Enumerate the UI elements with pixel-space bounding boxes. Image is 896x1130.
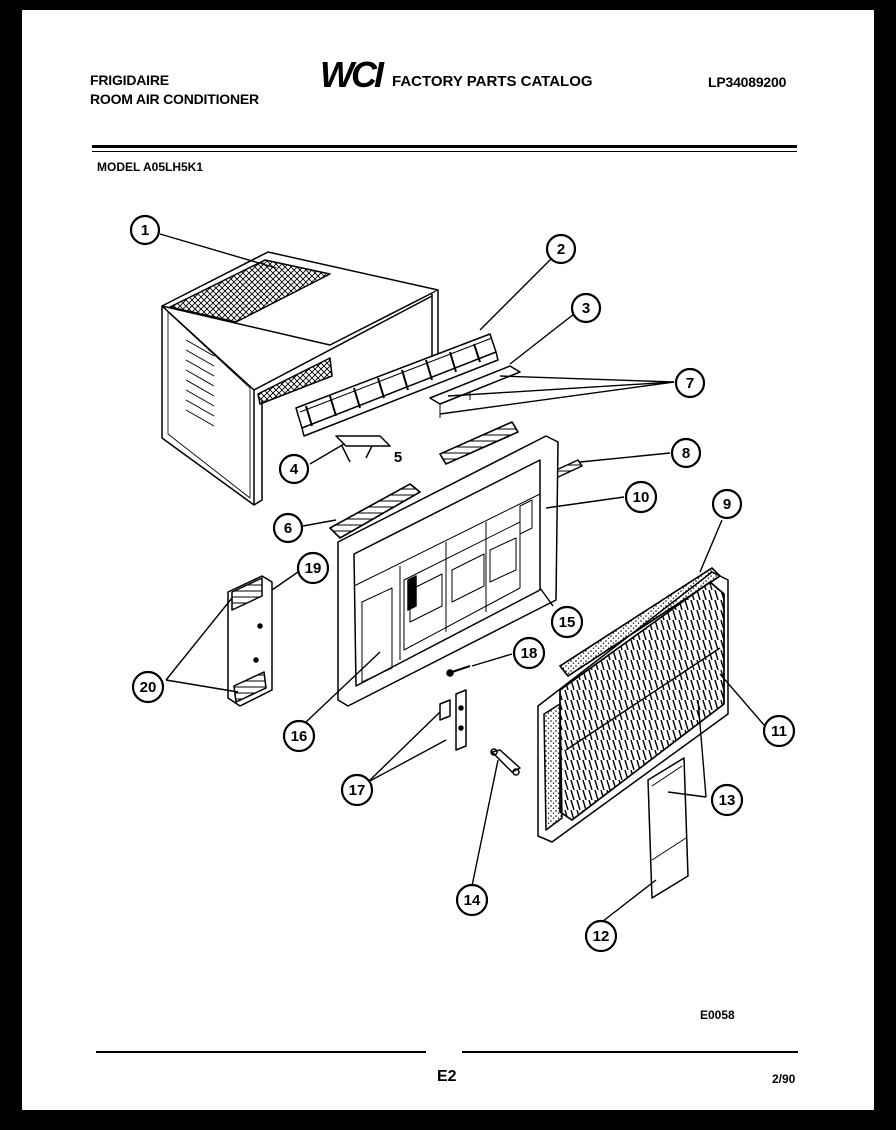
page-number: E2	[437, 1068, 457, 1085]
product-name: ROOM AIR CONDITIONER	[90, 91, 259, 107]
wci-logo: WCI	[320, 54, 388, 94]
svg-text:17: 17	[349, 782, 366, 799]
air-deflector-upper	[295, 333, 499, 437]
svg-text:16: 16	[291, 728, 308, 745]
svg-text:18: 18	[521, 645, 538, 662]
svg-text:4: 4	[290, 461, 299, 478]
svg-text:19: 19	[305, 560, 322, 577]
callout-2: 2	[545, 233, 577, 265]
bracket-left	[335, 435, 391, 447]
svg-text:8: 8	[682, 445, 690, 462]
header-rule-top	[92, 145, 797, 148]
header-rule-bottom	[92, 151, 797, 152]
callout-5: 5	[394, 449, 402, 466]
brand-name: FRIGIDAIRE	[90, 72, 169, 88]
model-number: MODEL A05LH5K1	[97, 160, 204, 174]
revision-date: 2/90	[772, 1072, 796, 1086]
svg-text:WCI: WCI	[320, 54, 385, 94]
deflector-rail	[429, 365, 521, 405]
callout-3: 3	[570, 292, 602, 324]
catalog-title: FACTORY PARTS CATALOG	[392, 73, 593, 90]
callout-9: 9	[711, 488, 743, 520]
callout-6: 6	[272, 512, 304, 544]
control-panel	[227, 575, 273, 707]
svg-text:9: 9	[723, 496, 731, 513]
callout-20: 20	[131, 670, 165, 704]
cabinet-wrapper	[161, 251, 439, 506]
callout-11: 11	[762, 714, 796, 748]
svg-text:1: 1	[141, 222, 149, 239]
svg-text:2: 2	[557, 241, 565, 258]
catalog-number: LP34089200	[708, 74, 787, 90]
callout-1: 1	[129, 214, 161, 246]
svg-text:14: 14	[464, 892, 481, 909]
callout-14: 14	[455, 883, 489, 917]
callout-17: 17	[340, 773, 374, 807]
svg-text:3: 3	[582, 300, 590, 317]
svg-text:7: 7	[686, 375, 694, 392]
callout-19: 19	[296, 551, 330, 585]
footer-rule-left	[96, 1051, 426, 1053]
callout-8: 8	[670, 437, 702, 469]
svg-text:11: 11	[771, 723, 787, 740]
front-grille	[537, 571, 729, 843]
callout-10: 10	[624, 480, 658, 514]
svg-text:15: 15	[559, 614, 576, 631]
footer-rule-right	[462, 1051, 798, 1053]
svg-text:12: 12	[593, 928, 610, 945]
callout-13: 13	[710, 783, 744, 817]
front-panel-frame	[337, 435, 559, 707]
callout-7: 7	[674, 367, 706, 399]
svg-text:6: 6	[284, 520, 292, 537]
figure-code: E0058	[700, 1008, 735, 1022]
svg-text:20: 20	[140, 679, 157, 696]
callout-15: 15	[550, 605, 584, 639]
callout-12: 12	[584, 919, 618, 953]
callout-18: 18	[512, 636, 546, 670]
callout-4: 4	[278, 453, 310, 485]
svg-text:13: 13	[719, 792, 736, 809]
svg-text:10: 10	[633, 489, 650, 506]
callout-16: 16	[282, 719, 316, 753]
